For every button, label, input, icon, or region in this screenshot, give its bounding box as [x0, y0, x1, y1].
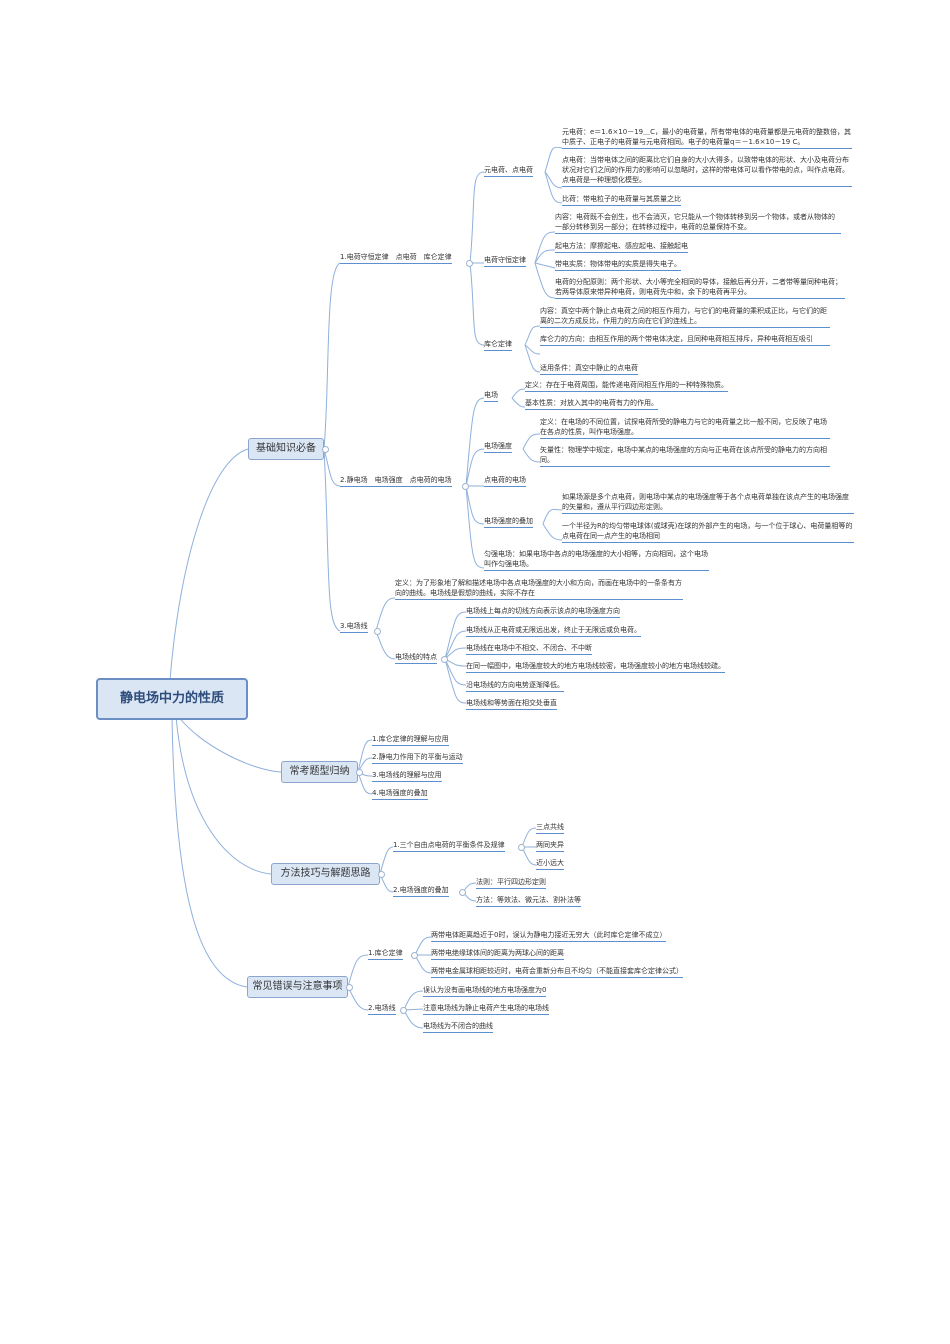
collapse-toggle-icon[interactable]	[518, 844, 525, 851]
leaf-feature-no-cross: 电场线在电场中不相交、不闭合、不中断	[466, 643, 592, 655]
collapse-toggle-icon[interactable]	[462, 483, 469, 490]
leaf-feature-density: 在同一幅图中，电场强度较大的地方电场线较密，电场强度较小的地方电场线较疏。	[466, 661, 725, 673]
leaf-feature-potential: 沿电场线的方向电势逐渐降低。	[466, 680, 564, 692]
subtopic-superposition[interactable]: 电场强度的叠加	[484, 516, 533, 528]
leaf-coulomb-direction: 库仑力的方向：由相互作用的两个带电体决定，且同种电荷相互排斥，异种电荷相互吸引	[540, 334, 830, 346]
subtopic-coulomb-law[interactable]: 库仑定律	[484, 339, 512, 351]
subtopic-mistake-coulomb[interactable]: 1.库仑定律	[368, 948, 403, 960]
leaf-mistake-no-line-zero: 误认为没有画电场线的地方电场强度为0	[423, 985, 547, 997]
leaf-common-4: 4.电场强度的叠加	[372, 788, 428, 800]
subtopic-point-charge-field[interactable]: 点电荷的电场	[484, 475, 526, 487]
section-charge-conservation[interactable]: 1.电荷守恒定律 点电荷 库仑定律	[340, 252, 452, 264]
topic-methods[interactable]: 方法技巧与解题思路	[271, 863, 380, 885]
subtopic-mistake-field-lines[interactable]: 2.电场线	[368, 1003, 396, 1015]
subtopic-field-strength[interactable]: 电场强度	[484, 441, 512, 453]
collapse-toggle-icon[interactable]	[356, 769, 363, 776]
leaf-common-3: 3.电场线的理解与应用	[372, 770, 442, 782]
leaf-collinear: 三点共线	[536, 822, 564, 834]
leaf-charging-methods: 起电方法：摩擦起电、感应起电、接触起电	[555, 241, 688, 253]
leaf-mistake-static-charge: 注意电场线为静止电荷产生电场的电场线	[423, 1003, 549, 1015]
leaf-coulomb-content: 内容：真空中两个静止点电荷之间的相互作用力，与它们的电荷量的乘积成正比，与它们的…	[540, 306, 830, 328]
leaf-conservation-content: 内容：电荷既不会创生，也不会消灭，它只能从一个物体转移到另一个物体，或者从物体的…	[555, 212, 841, 234]
collapse-toggle-icon[interactable]	[400, 1007, 407, 1014]
subtopic-field-line-features[interactable]: 电场线的特点	[395, 652, 437, 664]
leaf-specific-charge: 比荷：带电粒子的电荷量与其质量之比	[562, 194, 681, 206]
collapse-toggle-icon[interactable]	[411, 952, 418, 959]
leaf-near-small-far-big: 近小远大	[536, 858, 564, 870]
collapse-toggle-icon[interactable]	[346, 984, 353, 991]
leaf-superposition-rule: 如果场源是多个点电荷，则电场中某点的电场强度等于各个点电荷单独在该点产生的电场强…	[562, 492, 854, 514]
leaf-parallelogram-rule: 法则：平行四边形定则	[476, 877, 546, 889]
leaf-mistake-sphere-distance: 两带电绝缘球体间的距离为两球心间的距离	[431, 948, 564, 960]
leaf-feature-perpendicular: 电场线和等势面在相交处垂直	[466, 698, 557, 710]
leaf-field-definition: 定义：存在于电荷周围，能传递电荷间相互作用的一种特殊物质。	[525, 380, 728, 392]
leaf-field-property: 基本性质：对放入其中的电荷有力的作用。	[525, 398, 658, 410]
topic-basic-knowledge[interactable]: 基础知识必备	[248, 438, 324, 460]
leaf-coulomb-condition: 适用条件：真空中静止的点电荷	[540, 363, 638, 375]
section-electric-field[interactable]: 2.静电场 电场强度 点电荷的电场	[340, 475, 452, 487]
collapse-toggle-icon[interactable]	[378, 871, 385, 878]
leaf-mistake-zero-distance: 两带电体距离趋近于0时，误认为静电力接近无穷大（此时库仑定律不成立）	[431, 930, 667, 942]
collapse-toggle-icon[interactable]	[374, 628, 381, 635]
leaf-common-2: 2.静电力作用下的平衡与运动	[372, 752, 463, 764]
collapse-toggle-icon[interactable]	[466, 260, 473, 267]
leaf-strength-vector: 矢量性：物理学中规定，电场中某点的电场强度的方向与正电荷在该点所受的静电力的方向…	[540, 445, 830, 467]
subtopic-three-charge-balance[interactable]: 1.三个自由点电荷的平衡条件及规律	[393, 840, 505, 852]
leaf-point-charge: 点电荷：当带电体之间的距离比它们自身的大小大得多，以致带电体的形状、大小及电荷分…	[562, 155, 852, 187]
leaf-feature-start-end: 电场线从正电荷或无限远出发，终止于无限远或负电荷。	[466, 625, 641, 637]
collapse-toggle-icon[interactable]	[459, 889, 466, 896]
topic-common-questions[interactable]: 常考题型归纳	[281, 761, 358, 783]
collapse-toggle-icon[interactable]	[441, 656, 448, 663]
leaf-methods-list: 方法：等效法、微元法、割补法等	[476, 895, 581, 907]
root-topic[interactable]: 静电场中力的性质	[96, 678, 248, 720]
subtopic-field[interactable]: 电场	[484, 390, 498, 402]
section-field-lines[interactable]: 3.电场线	[340, 621, 368, 633]
leaf-field-line-definition: 定义：为了形象地了解和描述电场中各点电场强度的大小和方向，而画在电场中的一条条有…	[395, 578, 683, 600]
leaf-two-same-one-diff: 两同夹异	[536, 840, 564, 852]
leaf-charging-essence: 带电实质：物体带电的实质是得失电子。	[555, 259, 681, 271]
subtopic-conservation-law[interactable]: 电荷守恒定律	[484, 255, 526, 267]
subtopic-strength-superposition[interactable]: 2.电场强度的叠加	[393, 885, 449, 897]
leaf-elementary-charge: 元电荷：e＝1.6×10－19＿C，最小的电荷量，所有带电体的电荷量都是元电荷的…	[562, 127, 852, 149]
leaf-mistake-redistribution: 两带电金属球相距较近时，电荷会重新分布且不均匀（不能直接套库仑定律公式）	[431, 966, 683, 978]
leaf-uniform-field: 匀强电场：如果电场中各点的电场强度的大小相等，方向相同，这个电场叫作匀强电场。	[484, 549, 709, 571]
leaf-charge-distribution: 电荷的分配原则：两个形状、大小等完全相同的导体，接触后再分开，二者带等量同种电荷…	[555, 277, 845, 299]
leaf-feature-tangent: 电场线上每点的切线方向表示该点的电场强度方向	[466, 606, 620, 618]
leaf-common-1: 1.库仑定律的理解与应用	[372, 734, 449, 746]
subtopic-elementary-charge[interactable]: 元电荷、点电荷	[484, 165, 533, 177]
leaf-strength-definition: 定义：在电场的不同位置，试探电荷所受的静电力与它的电荷量之比一般不同，它反映了电…	[540, 417, 830, 439]
leaf-mistake-open-curve: 电场线为不闭合的曲线	[423, 1021, 493, 1033]
collapse-toggle-icon[interactable]	[322, 446, 329, 453]
topic-mistakes[interactable]: 常见错误与注意事项	[247, 976, 348, 998]
leaf-sphere-field: 一个半径为R的均匀带电球体(或球壳)在球的外部产生的电场，与一个位于球心、电荷量…	[562, 521, 854, 543]
